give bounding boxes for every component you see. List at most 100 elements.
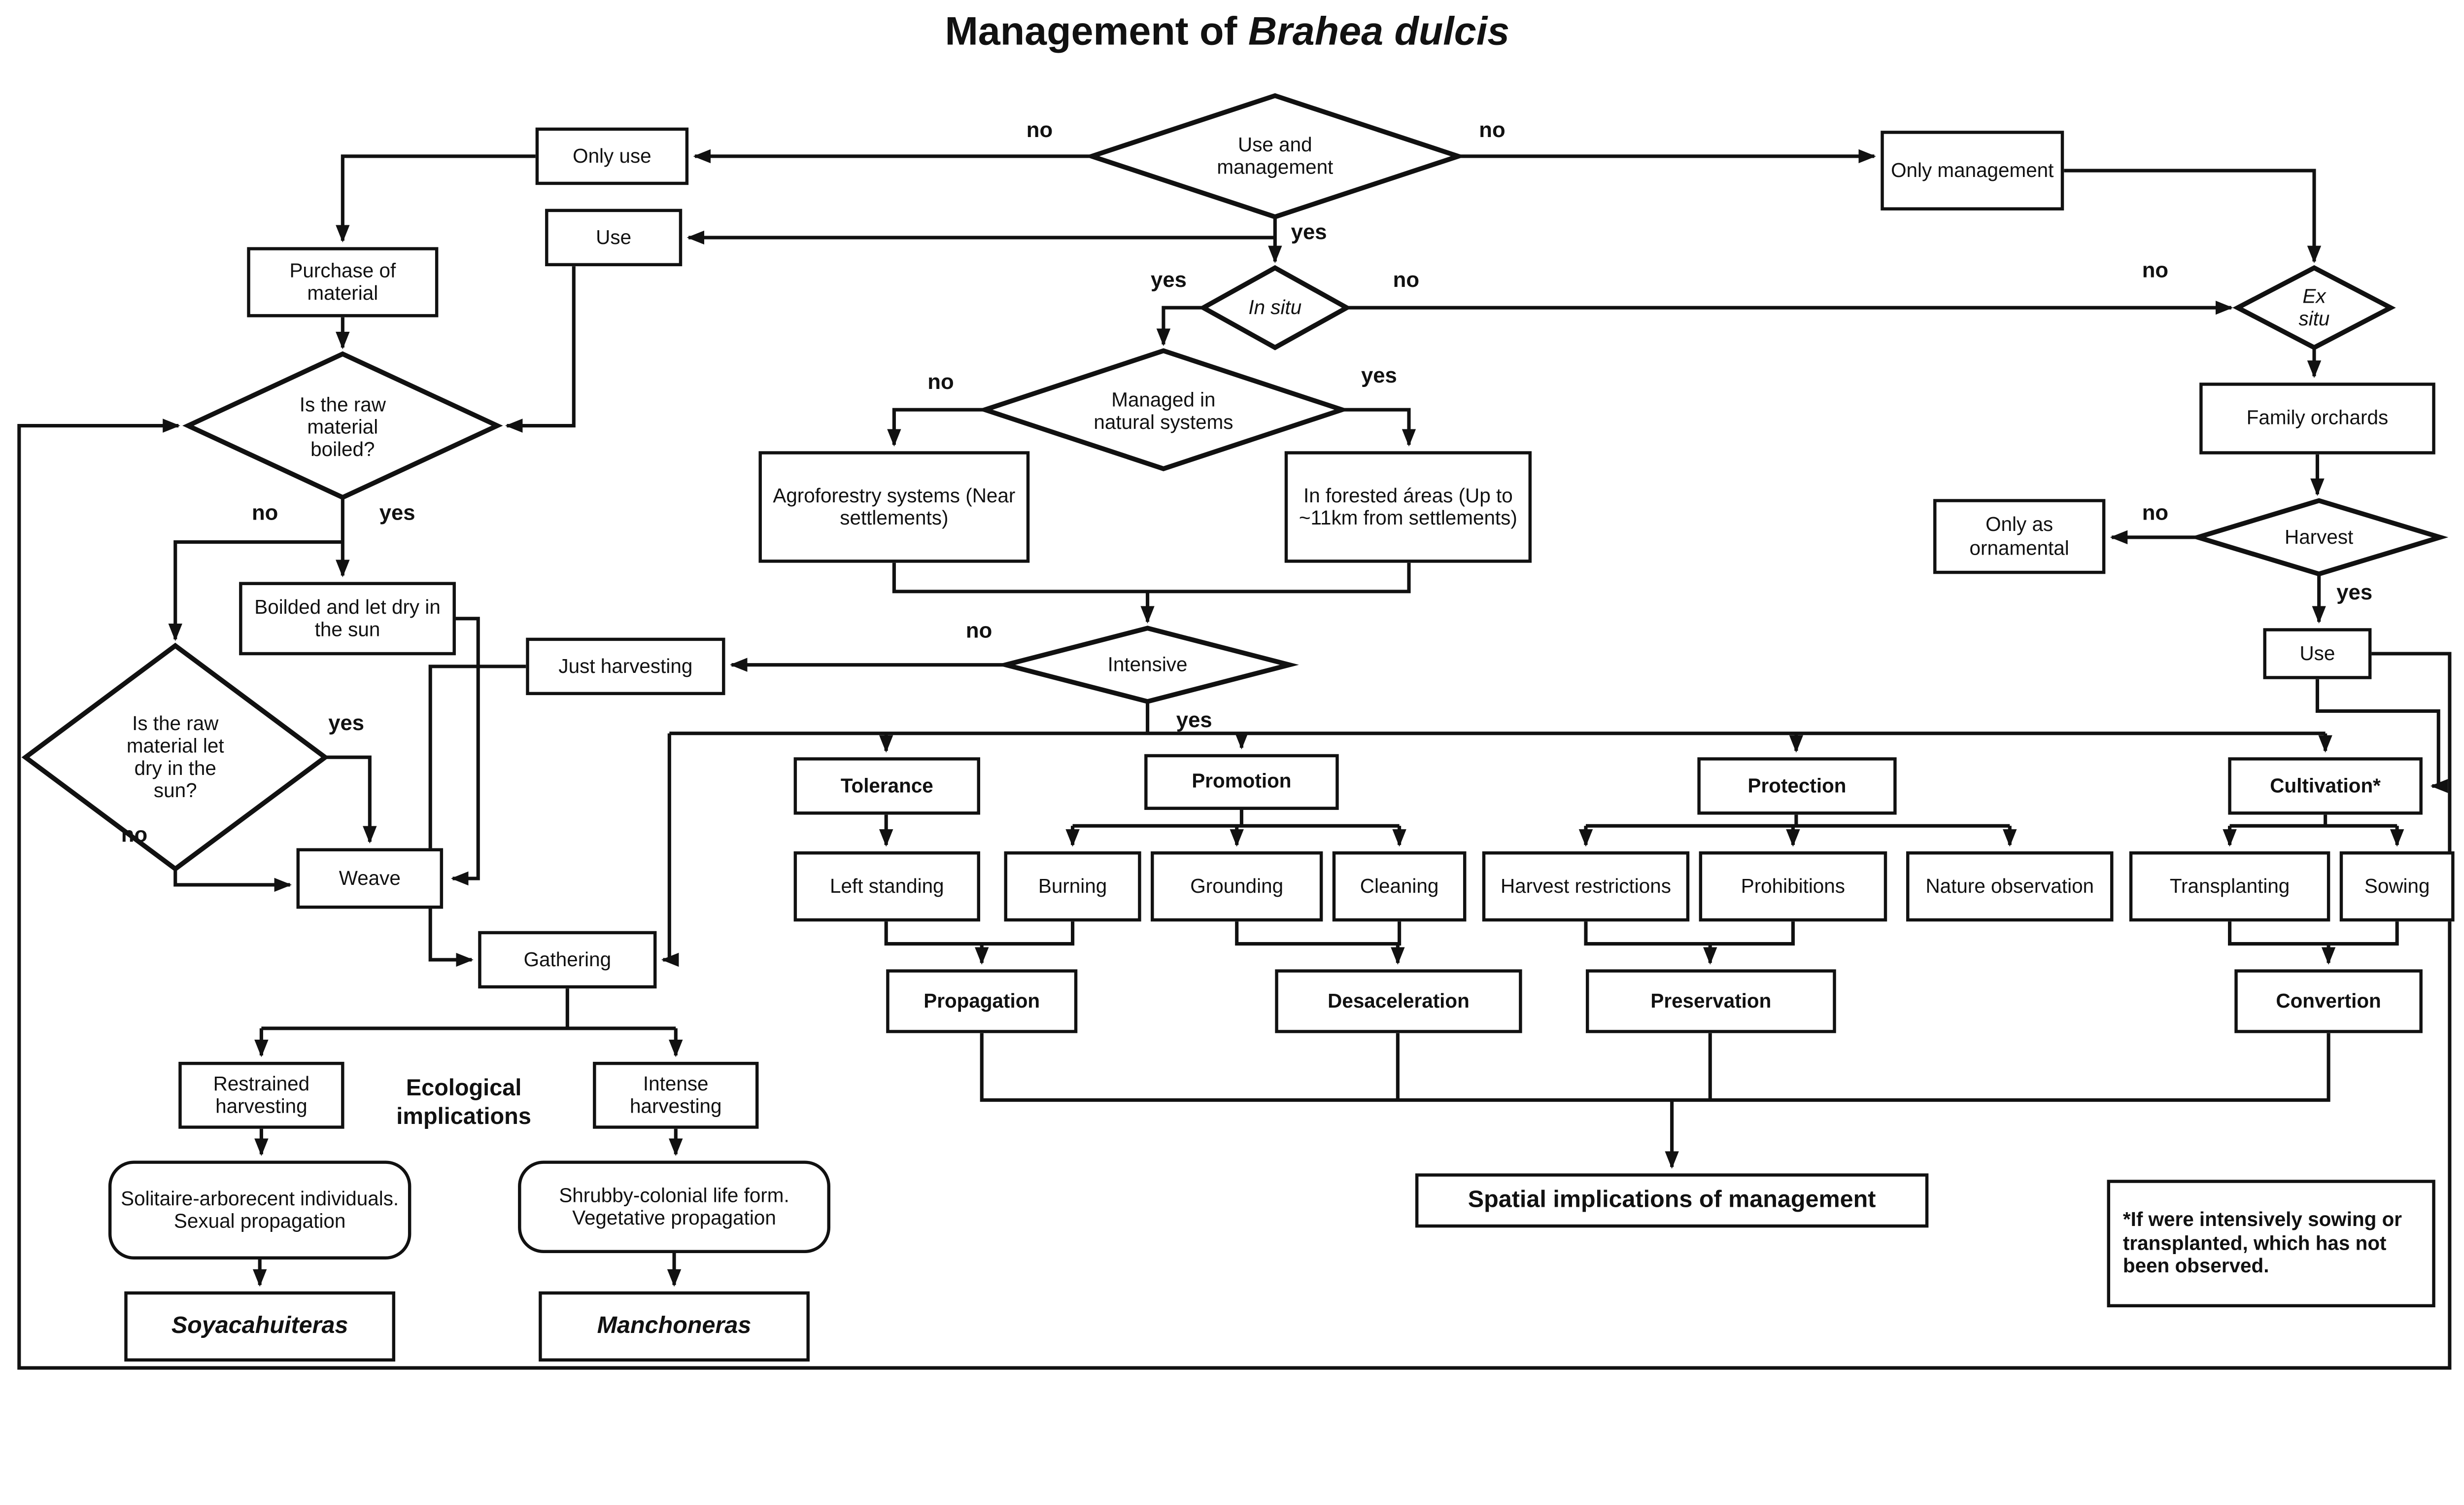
- edge-dry-no-to-weave: [173, 869, 292, 892]
- edge-label-no-ex-situ: no: [2142, 258, 2169, 282]
- edge-only-use-to-purchase: [336, 154, 536, 243]
- box-convertion: Convertion: [2234, 969, 2423, 1033]
- diamond-intensive: [996, 626, 1299, 704]
- connector-layer: [17, 93, 2452, 1370]
- box-shrubby-colonial: Shrubby-colonial life form. Vegetative p…: [518, 1160, 830, 1254]
- edge-intensive-yes-bus: [669, 701, 2326, 735]
- box-tolerance: Tolerance: [793, 757, 981, 815]
- box-harvest-restrictions: Harvest restrictions: [1482, 851, 1690, 922]
- diamond-harvest: [2190, 498, 2449, 577]
- box-gathering: Gathering: [478, 931, 657, 989]
- edge-cultivation-split: [2229, 814, 2397, 828]
- edge-label-no-harvest: no: [2142, 500, 2169, 525]
- edge-boiled-no-to-dry: [168, 540, 343, 641]
- edge-label-no-intensive: no: [965, 618, 992, 643]
- diamond-in-situ: [1198, 265, 1352, 350]
- box-cleaning: Cleaning: [1332, 851, 1467, 922]
- page-title: Management of Brahea dulcis: [0, 9, 2455, 56]
- box-purchase-of-material: Purchase of material: [247, 247, 439, 317]
- edge-leftstanding-burning-join: [884, 921, 1075, 946]
- label-ecological-implications: Ecological implications: [396, 1076, 531, 1131]
- edge-label-yes-in-situ: yes: [1151, 268, 1187, 292]
- box-cultivation: Cultivation*: [2228, 757, 2423, 815]
- edge-gathering-split: [261, 988, 676, 1030]
- box-prohibitions: Prohibitions: [1699, 851, 1887, 922]
- edge-label-yes-intensive: yes: [1176, 707, 1212, 732]
- box-desaceleration: Desaceleration: [1275, 969, 1522, 1033]
- edge-bus-to-gathering: [661, 733, 679, 967]
- box-left-standing: Left standing: [793, 851, 981, 922]
- edge-label-no-um-left: no: [1026, 118, 1053, 142]
- box-restrained-harvesting: Restrained harvesting: [178, 1061, 344, 1129]
- box-propagation: Propagation: [886, 969, 1078, 1033]
- edge-boilded-loop-to-weave: [450, 617, 480, 886]
- edge-use-right-to-cultivation: [2315, 679, 2448, 793]
- title-species: Brahea dulcis: [1248, 9, 1510, 54]
- decision-raw-dry: Is the raw material let dry in the sun?: [126, 712, 224, 802]
- decision-raw-boiled: Is the raw material boiled?: [299, 393, 386, 461]
- diamond-use-and-management: [1084, 93, 1466, 219]
- box-solitaire-arborecent: Solitaire-arborecent individuals. Sexual…: [108, 1160, 411, 1260]
- box-use-right: Use: [2263, 628, 2372, 679]
- box-spatial-implications: Spatial implications of management: [1415, 1173, 1929, 1228]
- box-intense-harvesting: Intense harvesting: [593, 1061, 759, 1129]
- edge-label-yes-boiled: yes: [379, 500, 415, 525]
- edge-label-yes-harvest: yes: [2336, 580, 2373, 604]
- edge-only-management-to-ex-situ: [2064, 169, 2322, 263]
- edge-managed-yes-to-forested: [1342, 408, 1416, 447]
- edge-label-yes-um: yes: [1291, 220, 1327, 244]
- edge-protection-split: [1585, 814, 2010, 828]
- box-only-as-ornamental: Only as ornamental: [1933, 499, 2106, 574]
- box-weave: Weave: [296, 848, 444, 909]
- edge-restrictions-prohibitions-join: [1584, 921, 1795, 946]
- box-footnote: *If were intensively sowing or transplan…: [2107, 1180, 2435, 1308]
- edge-transplanting-sowing-join: [2228, 921, 2399, 946]
- box-agroforestry-systems: Agroforestry systems (Near settlements): [758, 451, 1030, 563]
- flowchart-canvas: Management of Brahea dulcis: [0, 9, 2455, 1370]
- edge-label-no-managed: no: [927, 370, 954, 394]
- decision-managed-natural: Managed in natural systems: [1094, 389, 1233, 434]
- box-burning: Burning: [1004, 851, 1141, 922]
- edge-label-yes-dry: yes: [328, 711, 365, 735]
- diamond-ex-situ: [2232, 265, 2396, 350]
- box-just-harvesting: Just harvesting: [526, 637, 725, 696]
- box-promotion: Promotion: [1144, 754, 1339, 810]
- edge-use-right-big-loop: [17, 419, 2452, 1370]
- box-in-forested-areas: In forested áreas (Up to ~11km from sett…: [1284, 451, 1532, 563]
- title-prefix: Management of: [945, 9, 1248, 54]
- decision-in-situ: In situ: [1248, 296, 1302, 319]
- edge-label-yes-managed: yes: [1361, 363, 1397, 387]
- edge-in-situ-yes-to-managed: [1156, 306, 1203, 347]
- box-transplanting: Transplanting: [2129, 851, 2330, 922]
- edge-use-to-boiled: [505, 266, 576, 433]
- box-grounding: Grounding: [1151, 851, 1323, 922]
- box-only-management: Only management: [1881, 131, 2064, 210]
- edge-outcomes-join: [980, 1033, 2330, 1102]
- decision-harvest: Harvest: [2285, 526, 2354, 549]
- diamond-managed-natural: [977, 348, 1350, 471]
- diamond-raw-boiled: [182, 351, 503, 500]
- edge-managed-no-to-agroforestry: [887, 408, 985, 447]
- box-soyacahuiteras: Soyacahuiteras: [124, 1291, 396, 1362]
- edge-promotion-split: [1072, 809, 1400, 828]
- edge-label-no-in-situ: no: [1393, 268, 1420, 292]
- diamond-raw-dry: [21, 642, 329, 872]
- box-manchoneras: Manchoneras: [539, 1291, 810, 1362]
- edge-dry-yes-to-weave: [325, 755, 377, 844]
- edge-grounding-cleaning-join: [1235, 921, 1402, 946]
- box-family-orchards: Family orchards: [2199, 383, 2435, 455]
- edge-agro-forest-join: [892, 562, 1411, 594]
- box-nature-observation: Nature observation: [1906, 851, 2114, 922]
- box-protection: Protection: [1697, 757, 1897, 815]
- edge-label-no-um-right: no: [1479, 118, 1506, 142]
- decision-ex-situ: Ex situ: [2298, 285, 2330, 330]
- box-boiled-and-dry: Boilded and let dry in the sun: [239, 582, 456, 656]
- box-use-left: Use: [545, 209, 683, 267]
- box-only-use: Only use: [535, 127, 689, 185]
- edge-label-no-boiled: no: [251, 500, 278, 525]
- box-sowing: Sowing: [2339, 851, 2455, 922]
- decision-intensive: Intensive: [1107, 654, 1188, 676]
- edge-label-no-dry: no: [121, 822, 148, 847]
- box-preservation: Preservation: [1585, 969, 1836, 1033]
- decision-use-and-management: Use and management: [1217, 134, 1334, 179]
